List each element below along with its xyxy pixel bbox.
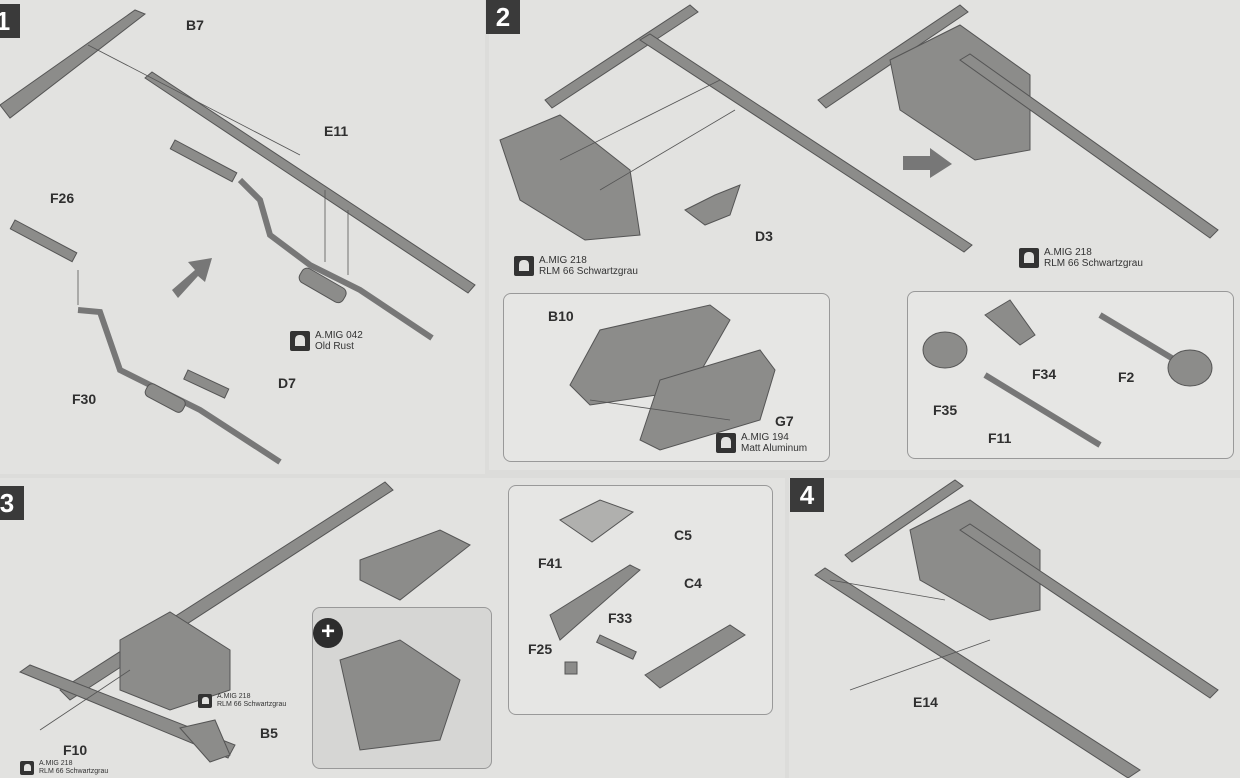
part-f26-manifold	[9, 219, 78, 263]
part-label-f2: F2	[1118, 369, 1135, 385]
part-f11-shaft	[983, 372, 1102, 448]
part-c5-fender	[549, 564, 641, 641]
paint-icon	[20, 761, 34, 775]
part-b7-rail	[0, 9, 146, 119]
part-label-f34: F34	[1032, 366, 1057, 382]
part-g7-block	[639, 349, 776, 451]
part-label-b5: B5	[260, 725, 278, 741]
part-f33-bracket	[595, 634, 637, 660]
part-e14-rail	[814, 567, 1141, 778]
step-3-fender-inset	[508, 485, 773, 715]
part-label-f41: F41	[538, 555, 563, 571]
step-4-panel	[789, 478, 1240, 778]
part-label-f30: F30	[72, 391, 97, 407]
paint-icon	[290, 331, 310, 351]
part-label-d3: D3	[755, 228, 773, 244]
part-chassis-rail-4b	[959, 523, 1219, 699]
part-label-c5: C5	[674, 527, 692, 543]
part-label-f25: F25	[528, 641, 553, 657]
part-label-e11: E11	[324, 123, 349, 139]
part-f25-block	[564, 661, 578, 675]
part-fender-upper	[359, 529, 471, 601]
part-detail-engine	[339, 639, 461, 751]
part-label-f11: F11	[988, 430, 1012, 446]
part-muffler-lower	[144, 383, 186, 413]
part-bumper	[18, 664, 236, 759]
part-d7-bracket	[183, 369, 230, 399]
part-label-b10: B10	[548, 308, 574, 324]
part-label-e14: E14	[913, 694, 938, 710]
paint-icon	[514, 256, 534, 276]
part-e11-rail	[144, 71, 476, 294]
part-f35-diff	[922, 331, 968, 369]
part-engine-4	[909, 499, 1041, 621]
part-label-d7: D7	[278, 375, 296, 391]
part-f30-exhaust	[77, 307, 282, 465]
part-label-f26: F26	[50, 190, 75, 206]
part-f34-bracket	[984, 299, 1036, 346]
part-engine-2	[499, 114, 641, 241]
part-chassis-rail-4a	[844, 479, 964, 563]
part-chassis-rail-2b	[639, 33, 973, 253]
part-label-b7: B7	[186, 17, 204, 33]
step-number-4: 4	[790, 478, 824, 512]
part-chassis-rail-2a	[544, 4, 699, 109]
step-number-3: 3	[0, 486, 24, 520]
step-1-panel	[0, 0, 485, 474]
step-2-direction-arrow	[903, 148, 952, 178]
part-engine-3	[119, 611, 231, 711]
paint-icon	[198, 694, 212, 708]
step-number-1: 1	[0, 4, 20, 38]
paint-icon	[1019, 248, 1039, 268]
part-b5-bracket	[179, 719, 231, 763]
step-1-direction-arrow	[172, 258, 212, 298]
part-c4-fender	[644, 624, 746, 689]
part-d3-bracket	[684, 184, 741, 226]
part-exhaust-upper	[237, 177, 434, 341]
part-f2-shaft	[1098, 312, 1177, 363]
part-muffler	[298, 267, 347, 304]
step-number-2: 2	[486, 0, 520, 34]
part-label-f33: F33	[608, 610, 633, 626]
paint-icon	[716, 433, 736, 453]
part-f41-plate	[559, 499, 635, 543]
part-chassis-rail-2d	[959, 53, 1219, 239]
part-engine-2-assembled	[889, 24, 1031, 161]
part-manifold-upper	[169, 139, 238, 183]
part-label-f10: F10	[63, 742, 88, 758]
part-label-c4: C4	[684, 575, 702, 591]
part-label-f35: F35	[933, 402, 958, 418]
magnify-icon: +	[313, 618, 343, 648]
part-f2-housing	[1167, 349, 1213, 387]
part-label-g7: G7	[775, 413, 794, 429]
part-chassis-rail-2c	[817, 4, 969, 109]
